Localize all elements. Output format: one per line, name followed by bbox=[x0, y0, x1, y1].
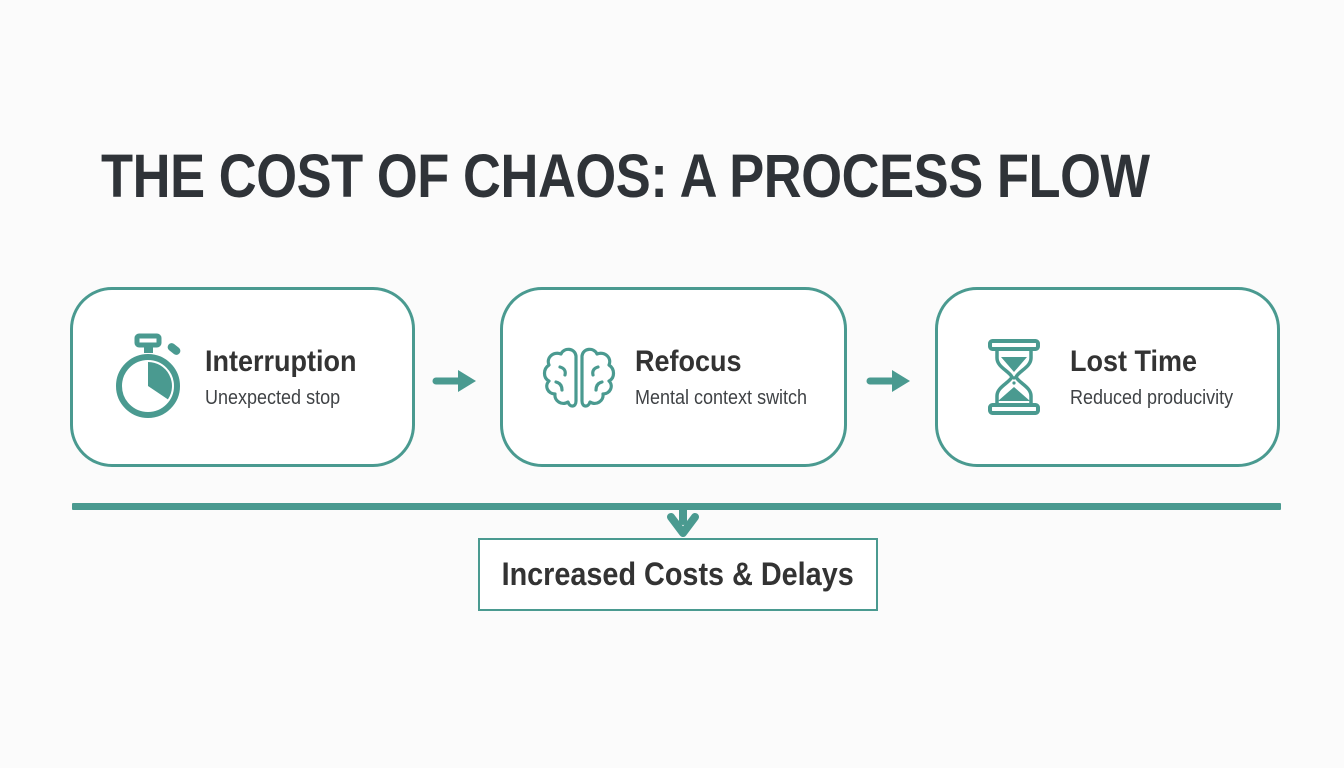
step-text: Refocus Mental context switch bbox=[635, 345, 807, 409]
down-arrow-icon bbox=[667, 506, 699, 537]
step-text: Lost Time Reduced producivity bbox=[1070, 345, 1233, 409]
right-arrow-icon bbox=[866, 370, 910, 392]
right-arrow-icon bbox=[432, 370, 476, 392]
page-title: THE COST OF CHAOS: A PROCESS FLOW bbox=[101, 142, 1150, 210]
stopwatch-icon bbox=[107, 333, 191, 421]
step-card-interruption: Interruption Unexpected stop bbox=[70, 287, 415, 467]
step-subtitle: Mental context switch bbox=[635, 387, 808, 409]
summary-line bbox=[72, 503, 1281, 510]
step-subtitle: Reduced producivity bbox=[1070, 387, 1234, 409]
result-label: Increased Costs & Delays bbox=[501, 556, 855, 592]
step-title: Lost Time bbox=[1070, 345, 1198, 378]
hourglass-icon bbox=[972, 337, 1056, 417]
step-title: Interruption bbox=[205, 345, 357, 378]
step-title: Refocus bbox=[635, 345, 742, 378]
brain-icon bbox=[537, 341, 621, 413]
step-card-refocus: Refocus Mental context switch bbox=[500, 287, 847, 467]
result-box: Increased Costs & Delays bbox=[478, 538, 878, 611]
step-card-lost-time: Lost Time Reduced producivity bbox=[935, 287, 1280, 467]
step-text: Interruption Unexpected stop bbox=[205, 345, 356, 409]
step-subtitle: Unexpected stop bbox=[205, 387, 341, 409]
